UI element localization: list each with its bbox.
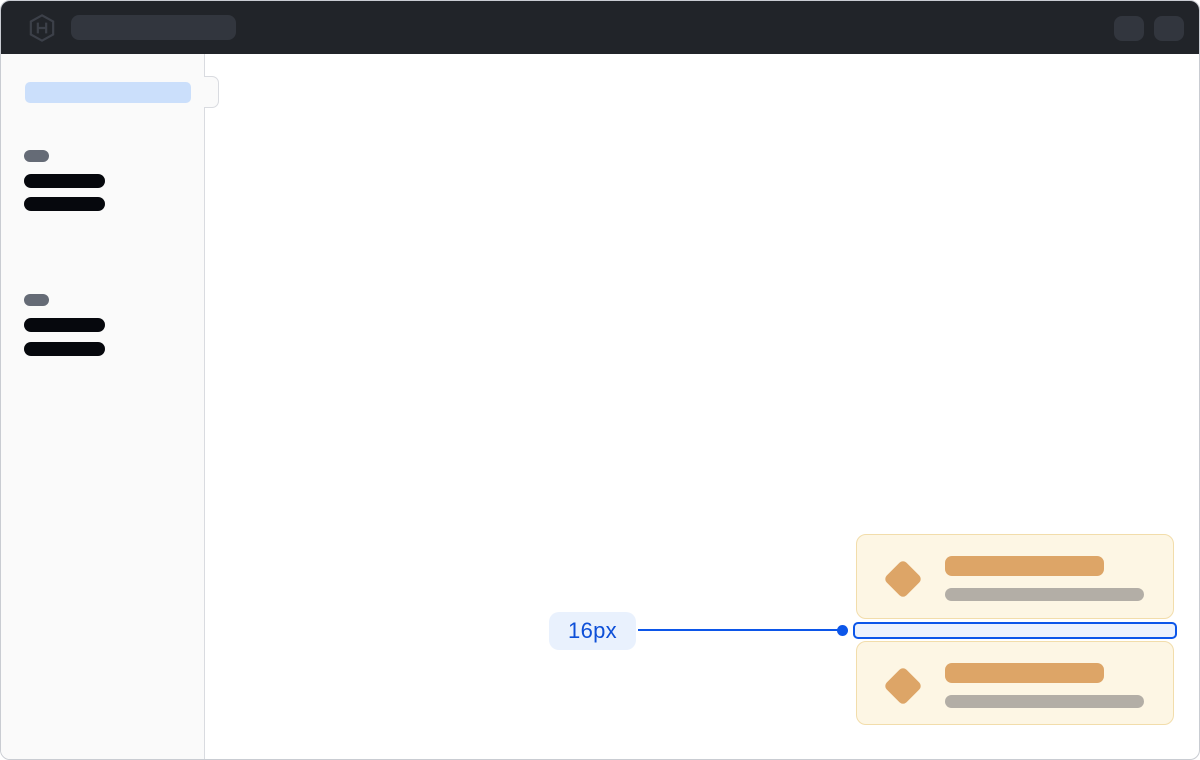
measure-dot [837, 625, 848, 636]
sidebar-toggle-handle[interactable] [204, 76, 219, 108]
measure-line [638, 629, 843, 631]
example-card [856, 534, 1174, 619]
card-title-skeleton [945, 556, 1104, 576]
sidebar-item-skeleton[interactable] [24, 197, 105, 211]
sidebar-section-label-skeleton [24, 150, 49, 162]
hashicorp-logo-icon [29, 14, 55, 42]
card-subtitle-skeleton [945, 588, 1144, 601]
sidebar [1, 54, 205, 759]
topbar-action-skeleton-1[interactable] [1114, 16, 1144, 41]
topbar [1, 1, 1199, 54]
card-subtitle-skeleton [945, 695, 1144, 708]
sidebar-item-skeleton[interactable] [24, 174, 105, 188]
example-card [856, 641, 1174, 725]
spacing-gap-highlight [853, 622, 1177, 639]
topbar-action-skeleton-2[interactable] [1154, 16, 1184, 41]
diamond-icon [883, 559, 923, 599]
sidebar-item-skeleton[interactable] [24, 318, 105, 332]
sidebar-item-skeleton[interactable] [24, 342, 105, 356]
card-title-skeleton [945, 663, 1104, 683]
sidebar-section-label-skeleton [24, 294, 49, 306]
search-input-skeleton[interactable] [71, 15, 236, 40]
diamond-icon [883, 666, 923, 706]
sidebar-active-item-skeleton[interactable] [25, 82, 191, 103]
spacing-label: 16px [549, 612, 636, 650]
